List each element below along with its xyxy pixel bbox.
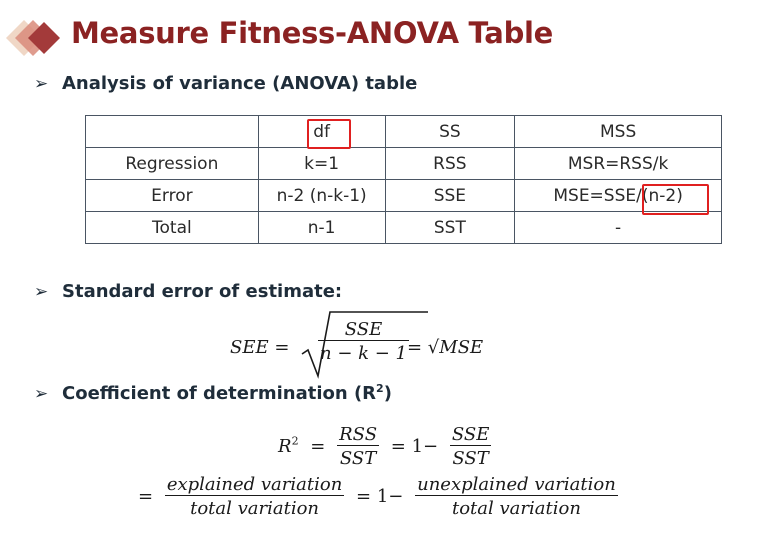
r2-f2-numerator: SSE xyxy=(451,424,490,445)
r2w-equals: = xyxy=(138,486,154,507)
table-cell: k=1 xyxy=(257,147,386,180)
radical-sign-icon xyxy=(301,311,428,379)
page-title: Measure Fitness-ANOVA Table xyxy=(71,16,554,50)
table-cell: - xyxy=(514,211,722,244)
header-cell-mss: MSS xyxy=(514,115,722,148)
diamond-logo-icon xyxy=(6,20,60,56)
see-fraction: SSE n − k − 1 xyxy=(318,319,410,364)
table-cell: MSE=SSE/(n-2) xyxy=(514,179,722,212)
table-cell: n-2 (n-k-1) xyxy=(257,179,386,212)
r2-equals: = xyxy=(310,436,326,457)
table-cell: SST xyxy=(384,211,516,244)
bullet-see-text: Standard error of estimate: xyxy=(62,281,343,302)
bullet-r2: ➢ Coefficient of determination (R2) xyxy=(34,383,392,404)
table-cell: SSE xyxy=(384,179,516,212)
r2w-f2-denominator: total variation xyxy=(415,495,618,519)
table-cell: Total xyxy=(85,211,259,244)
arrowhead-bullet-icon: ➢ xyxy=(34,74,49,94)
table-cell: Error xyxy=(85,179,259,212)
bullet-r2-close: ) xyxy=(383,383,392,404)
see-formula-rhs: = √MSE xyxy=(407,337,484,358)
r2-fraction-1: RSS SST xyxy=(337,424,380,469)
table-cell: MSR=RSS/k xyxy=(514,147,722,180)
bullet-r2-sup: 2 xyxy=(376,382,384,395)
r2w-f1-denominator: total variation xyxy=(164,495,345,519)
r2-fraction-2: SSE SST xyxy=(449,424,492,469)
bullet-anova-text: Analysis of variance (ANOVA) table xyxy=(62,73,418,94)
see-denominator: n − k − 1 xyxy=(318,340,410,364)
table-row: Regression k=1 RSS MSR=RSS/k xyxy=(85,147,722,180)
highlight-box-n-2 xyxy=(642,184,709,215)
r2-lhs-sup: 2 xyxy=(291,434,299,448)
table-cell: RSS xyxy=(384,147,516,180)
anova-table: df SS MSS Regression k=1 RSS MSR=RSS/k E… xyxy=(85,115,722,244)
arrowhead-bullet-icon: ➢ xyxy=(34,282,49,302)
table-row: Error n-2 (n-k-1) SSE MSE=SSE/(n-2) xyxy=(85,179,722,212)
r2-equals-one-minus: = 1− xyxy=(390,436,439,457)
r2-f1-denominator: SST xyxy=(337,445,380,469)
bullet-r2-text: Coefficient of determination (R xyxy=(62,383,377,404)
r2-formula: R2 = RSS SST = 1− SSE SST xyxy=(278,424,492,469)
arrowhead-bullet-icon: ➢ xyxy=(34,384,49,404)
r2w-fraction-2: unexplained variation total variation xyxy=(415,474,618,519)
table-header-row: df SS MSS xyxy=(85,115,722,148)
header-cell-df: df xyxy=(257,115,386,148)
r2-lhs: R xyxy=(278,436,292,457)
header-cell xyxy=(85,115,259,148)
header-cell-ss: SS xyxy=(384,115,516,148)
r2-f2-denominator: SST xyxy=(449,445,492,469)
table-cell: n-1 xyxy=(257,211,386,244)
r2w-fraction-1: explained variation total variation xyxy=(164,474,345,519)
r2-f1-numerator: RSS xyxy=(339,424,378,445)
see-formula-lhs: SEE = xyxy=(230,337,290,358)
r2w-f1-numerator: explained variation xyxy=(166,474,343,495)
bullet-anova: ➢ Analysis of variance (ANOVA) table xyxy=(34,73,417,94)
bullet-see: ➢ Standard error of estimate: xyxy=(34,281,342,302)
r2w-f2-numerator: unexplained variation xyxy=(417,474,616,495)
r2-words-formula: = explained variation total variation = … xyxy=(132,474,618,519)
table-cell: Regression xyxy=(85,147,259,180)
table-row: Total n-1 SST - xyxy=(85,211,722,244)
r2w-equals-one-minus: = 1− xyxy=(356,486,404,507)
highlight-box-df xyxy=(307,119,351,149)
see-numerator: SSE xyxy=(344,319,383,340)
